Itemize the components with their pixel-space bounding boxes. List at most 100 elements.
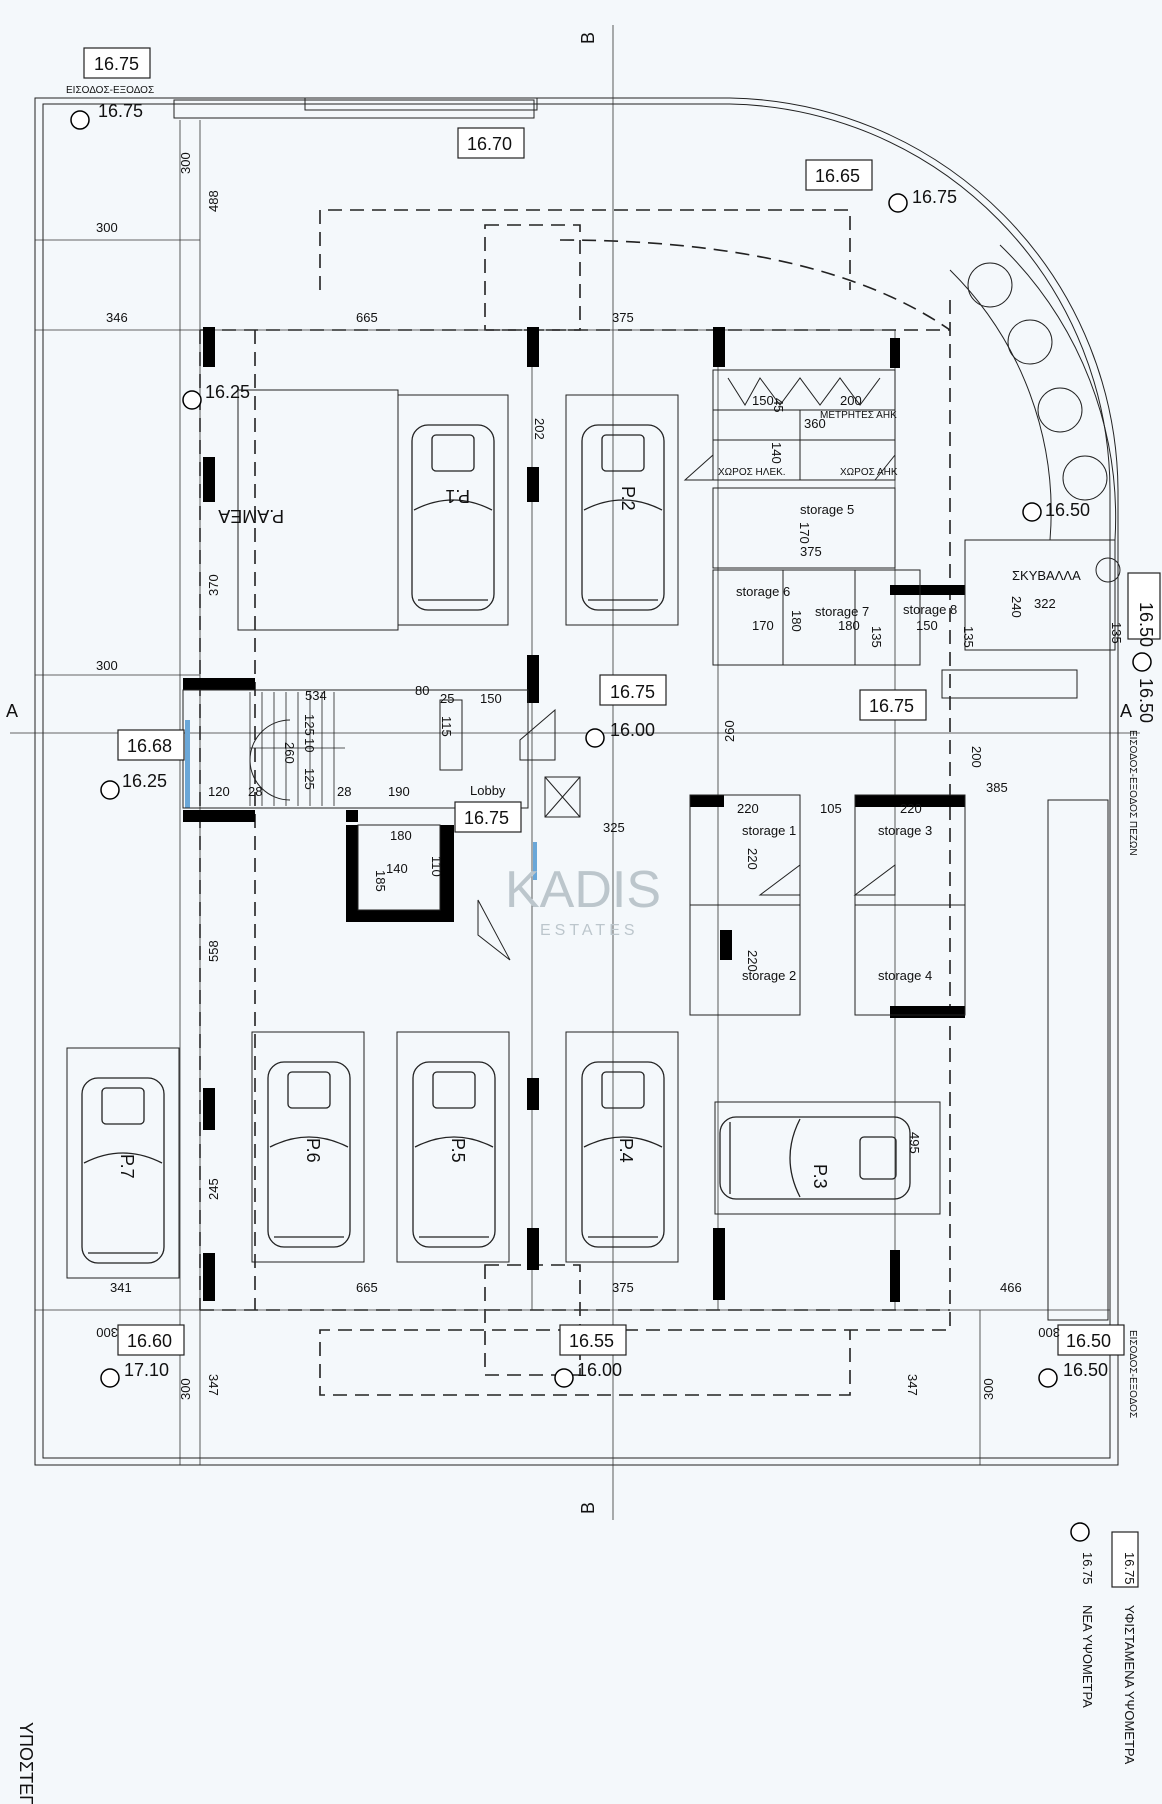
svg-text:375: 375 [612, 310, 634, 325]
level-bottom-left-box: 16.60 [127, 1331, 172, 1351]
svg-text:385: 385 [986, 780, 1008, 795]
storage-label: storage 5 [800, 502, 854, 517]
legend-new-value: 16.75 [1080, 1552, 1095, 1585]
svg-text:220: 220 [737, 801, 759, 816]
svg-text:202: 202 [532, 418, 547, 440]
parking-bay-p5 [396, 1031, 510, 1263]
car-icon [581, 424, 665, 611]
level-boxes [83, 47, 1161, 1588]
car-icon [719, 1116, 911, 1200]
svg-text:300: 300 [96, 220, 118, 235]
svg-text:300: 300 [96, 658, 118, 673]
svg-text:190: 190 [388, 784, 410, 799]
section-b-top: B [578, 32, 598, 44]
svg-text:125: 125 [302, 768, 317, 790]
storage-label: storage 1 [742, 823, 796, 838]
svg-text:150: 150 [480, 691, 502, 706]
glass-panel-left [185, 720, 190, 808]
svg-text:ESTATES: ESTATES [540, 922, 639, 939]
svg-text:150: 150 [916, 618, 938, 633]
storage-label: storage 8 [903, 602, 957, 617]
level-bottom-left-mark: 17.10 [124, 1360, 169, 1380]
svg-text:220: 220 [745, 950, 760, 972]
level-right-box: 16.50 [1136, 602, 1156, 647]
storage-label: storage 6 [736, 584, 790, 599]
parking-label: P.4 [616, 1138, 636, 1163]
svg-text:110: 110 [429, 856, 444, 877]
level-bottom-right-mark: 16.50 [1063, 1360, 1108, 1380]
elec-room-label: ΧΩΡΟΣ ΗΛΕΚ. [718, 467, 786, 478]
svg-text:300: 300 [178, 1378, 193, 1400]
svg-text:135: 135 [961, 626, 976, 648]
parking-bay-p7 [66, 1047, 180, 1279]
level-bottom-right-box: 16.50 [1066, 1331, 1111, 1351]
svg-text:180: 180 [789, 610, 804, 632]
level-lobby: 16.75 [464, 808, 509, 828]
svg-text:45: 45 [771, 398, 786, 412]
entrance-pedestrian-label: ΕΙΣΟΔΟΣ-ΕΞΟΔΟΣ ΠΕΖΩΝ [1127, 730, 1138, 856]
skyvala-label: ΣΚΥΒΑΛΛΑ [1012, 568, 1081, 583]
svg-text:300: 300 [96, 1325, 118, 1340]
svg-text:200: 200 [840, 393, 862, 408]
svg-text:185: 185 [373, 870, 388, 892]
svg-text:347: 347 [206, 1374, 221, 1396]
legend-existing-label: ΥΦΙΣΤΑΜΕΝΑ ΥΨΟΜΕΤΡΑ [1122, 1605, 1137, 1765]
level-top-right-box: 16.65 [815, 166, 860, 186]
storage-label: storage 3 [878, 823, 932, 838]
svg-text:300: 300 [1038, 1325, 1060, 1340]
level-top-mark: 16.75 [98, 101, 143, 121]
svg-text:120: 120 [208, 784, 230, 799]
structural-walls [183, 327, 965, 1302]
ramp-label: Ρ.ΑΜΕΑ [218, 506, 284, 526]
svg-text:140: 140 [769, 442, 784, 464]
storage-label: storage 2 [742, 968, 796, 983]
svg-text:341: 341 [110, 1280, 132, 1295]
meters-label: ΜΕΤΡΗΤΕΣ ΑΗΚ [820, 410, 897, 421]
parking-bay-p2 [565, 394, 679, 626]
car-icon [411, 424, 495, 611]
level-bottom-mid-box: 16.55 [569, 1331, 614, 1351]
svg-text:220: 220 [900, 801, 922, 816]
svg-text:180: 180 [390, 828, 412, 843]
svg-text:80: 80 [415, 683, 429, 698]
plan-title: ΥΠΟΣΤΕΓΟ [16, 1722, 36, 1804]
section-a-left: A [6, 701, 18, 721]
svg-text:665: 665 [356, 1280, 378, 1295]
svg-text:488: 488 [206, 190, 221, 212]
svg-text:347: 347 [905, 1374, 920, 1396]
level-right-center: 16.75 [869, 696, 914, 716]
svg-text:105: 105 [820, 801, 842, 816]
svg-text:28: 28 [248, 784, 262, 799]
lobby-label: Lobby [470, 783, 506, 798]
storage-label: storage 4 [878, 968, 932, 983]
storage-block [683, 369, 1116, 1321]
svg-text:245: 245 [206, 1178, 221, 1200]
legend-new-label: ΝΕΑ ΥΨΟΜΕΤΡΑ [1080, 1605, 1095, 1708]
level-left-upper: 16.25 [205, 382, 250, 402]
entrance-bottom-label: ΕΙΣΟΔΟΣ-ΕΞΟΔΟΣ [1127, 1330, 1138, 1418]
svg-text:325: 325 [603, 820, 625, 835]
svg-text:322: 322 [1034, 596, 1056, 611]
labels: ΕΙΣΟΔΟΣ-ΕΞΟΔΟΣ 16.75 16.75 16.70 16.65 1… [6, 32, 1156, 1804]
svg-text:220: 220 [745, 848, 760, 870]
svg-text:375: 375 [612, 1280, 634, 1295]
site-boundary [34, 97, 1119, 1466]
svg-text:360: 360 [804, 416, 826, 431]
grid-lines [10, 25, 1140, 1520]
parking-label: P.7 [117, 1154, 137, 1179]
svg-text:200: 200 [969, 746, 984, 768]
dimension-labels: 300 488 300 346 665 375 202 370 300 534 … [96, 152, 1124, 1400]
svg-text:466: 466 [1000, 1280, 1022, 1295]
parking-label: P.3 [810, 1164, 830, 1189]
svg-text:135: 135 [1109, 622, 1124, 644]
level-top-box: 16.75 [94, 54, 139, 74]
parking-label: P.5 [448, 1138, 468, 1163]
svg-text:140: 140 [386, 861, 408, 876]
section-b-bottom: B [578, 1502, 598, 1514]
legend-existing-value: 16.75 [1122, 1552, 1137, 1585]
level-left-box: 16.68 [127, 736, 172, 756]
svg-text:115: 115 [439, 716, 454, 737]
svg-text:346: 346 [106, 310, 128, 325]
svg-text:150: 150 [752, 393, 774, 408]
svg-text:125: 125 [302, 714, 317, 736]
